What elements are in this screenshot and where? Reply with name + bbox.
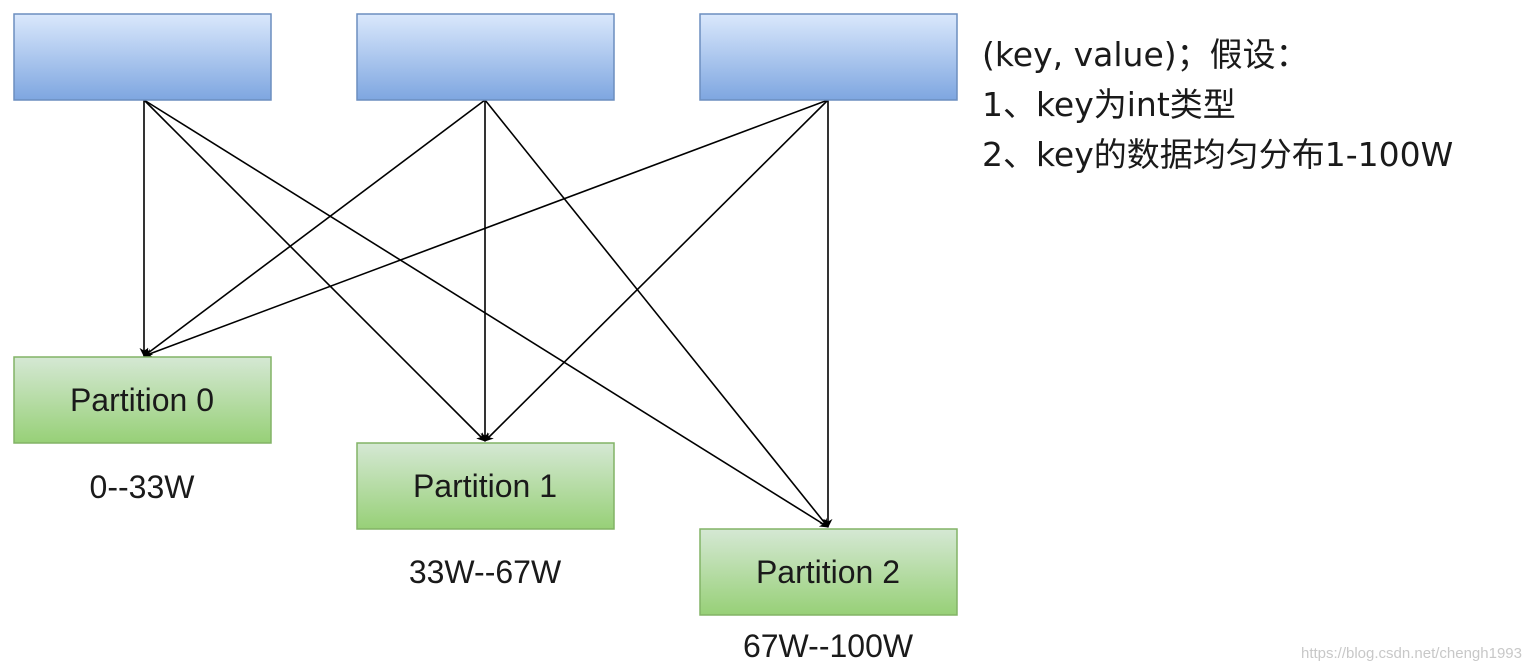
note-line-2: 1、key为int类型	[982, 85, 1236, 124]
edge-p0-part2	[143, 99, 829, 528]
producer-row	[13, 13, 958, 101]
edge-p0-part1	[143, 99, 486, 442]
partition-box-0	[13, 356, 272, 444]
partition-label-2: Partition 2	[756, 554, 900, 590]
note-line-1: (key, value)；假设：	[982, 35, 1309, 74]
edge-p1-part2	[484, 99, 829, 528]
assumption-note: (key, value)；假设： 1、key为int类型 2、key的数据均匀分…	[982, 30, 1453, 180]
edge-p2-part1	[484, 99, 829, 442]
edges	[139, 99, 833, 528]
producer-box-1	[356, 13, 615, 101]
note-line-3: 2、key的数据均匀分布1-100W	[982, 135, 1454, 174]
range-label-0: 0--33W	[90, 469, 196, 505]
edge-p1-part0	[143, 99, 486, 357]
producer-box-2	[699, 13, 958, 101]
partition-box-1	[356, 442, 615, 530]
producer-box-0	[13, 13, 272, 101]
watermark-url: https://blog.csdn.net/chengh1993	[1300, 645, 1522, 662]
partition-label-0: Partition 0	[70, 382, 214, 418]
edge-p2-part0	[143, 99, 829, 358]
partition-label-1: Partition 1	[413, 468, 557, 504]
range-label-1: 33W--67W	[409, 554, 562, 590]
partition-box-2	[699, 528, 958, 616]
range-labels: 0--33W 33W--67W 67W--100W	[90, 469, 914, 664]
range-label-2: 67W--100W	[743, 628, 914, 664]
partition-row: Partition 0 Partition 1 Partition 2	[13, 356, 958, 616]
